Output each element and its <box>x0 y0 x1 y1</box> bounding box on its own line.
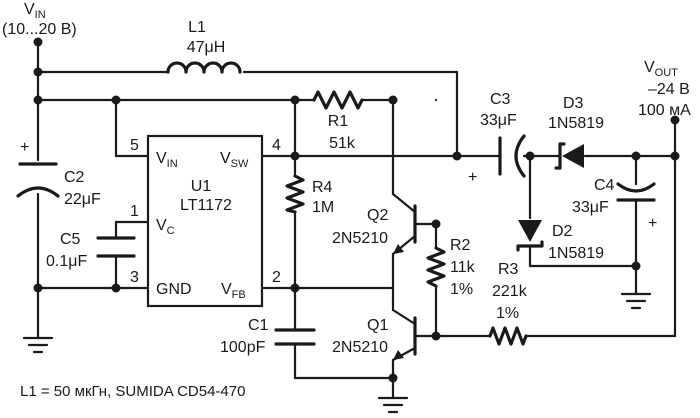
ic-body <box>146 134 264 308</box>
d2-triangle <box>518 220 542 242</box>
transistor-q1 <box>391 308 417 362</box>
c2-value: 22μF <box>64 191 101 208</box>
d3-ref: D3 <box>563 95 584 112</box>
ic-ref: U1 <box>191 178 212 195</box>
c3-plus: + <box>468 169 477 186</box>
resistor-r1 <box>312 90 364 110</box>
pin-gnd-label: GND <box>156 281 192 298</box>
c1-ref: C1 <box>248 317 269 334</box>
r3-tolerance: 1% <box>496 305 519 322</box>
junction <box>290 283 300 293</box>
vout-current: 100 мА <box>638 102 691 119</box>
r4-value: 1M <box>312 199 334 216</box>
c3-ref: C3 <box>490 91 511 108</box>
junction <box>290 95 300 105</box>
junction <box>631 261 641 271</box>
c5-value: 0.1μF <box>46 253 87 270</box>
c1-value: 100pF <box>220 339 266 356</box>
d3-value: 1N5819 <box>548 115 604 132</box>
q2-emitter-arrow <box>393 244 404 254</box>
r2-ref: R2 <box>450 237 471 254</box>
c4-value: 33μF <box>572 199 609 216</box>
junction <box>33 283 43 293</box>
l1-value: 47μH <box>187 39 226 56</box>
junctions <box>33 37 680 383</box>
ground-symbol-q1 <box>377 396 409 414</box>
c4-ref: C4 <box>594 177 615 194</box>
q1-collector-leg <box>391 308 417 326</box>
l1-ref: L1 <box>188 19 206 36</box>
junction <box>388 95 398 105</box>
d2-cathode <box>516 240 544 252</box>
junction <box>431 219 441 229</box>
vout-label: VOUT <box>644 59 678 79</box>
resistor-r3 <box>488 326 528 346</box>
inductor-l1 <box>166 61 242 74</box>
junction <box>631 151 641 161</box>
terminal-vout <box>670 115 680 125</box>
junction <box>290 151 300 161</box>
ground-symbol-left <box>22 336 54 354</box>
vin-label: VIN <box>24 1 46 21</box>
r2-tolerance: 1% <box>450 281 473 298</box>
junction <box>452 151 462 161</box>
junction <box>670 151 680 161</box>
q1-emitter-arrow <box>393 350 404 360</box>
junction <box>525 151 535 161</box>
pin-vc-label: VC <box>156 217 175 237</box>
junction <box>431 331 441 341</box>
junction <box>33 67 43 77</box>
footnote: L1 = 50 мкГн, SUMIDA CD54-470 <box>20 383 245 400</box>
resistor-r4 <box>285 174 305 214</box>
junction <box>33 95 43 105</box>
transistor-q2 <box>391 192 417 256</box>
pin-vin-label: VIN <box>156 150 178 170</box>
r2-value: 11k <box>450 259 476 276</box>
r3-value: 221k <box>492 283 528 300</box>
q2-ref: Q2 <box>367 207 388 224</box>
c3-value: 33μF <box>480 112 517 129</box>
wires <box>36 40 677 400</box>
d3-cathode <box>554 142 566 170</box>
d2-value: 1N5819 <box>548 245 604 262</box>
pin5-number: 5 <box>130 137 139 154</box>
pin1-number: 1 <box>130 203 139 220</box>
c2-ref: C2 <box>64 169 85 186</box>
junction <box>388 373 398 383</box>
d2-ref: D2 <box>552 223 573 240</box>
pin2-number: 2 <box>272 269 281 286</box>
c4-plus: + <box>648 215 657 232</box>
c5-ref: C5 <box>60 231 81 248</box>
q1-value: 2N5210 <box>332 339 388 356</box>
q2-collector-leg <box>391 192 417 214</box>
pin3-number: 3 <box>130 269 139 286</box>
r1-value: 51k <box>329 135 356 152</box>
c2-plate-curved <box>16 186 60 198</box>
r4-ref: R4 <box>312 179 333 196</box>
ic-part: LT1172 <box>180 197 232 214</box>
junction <box>111 95 121 105</box>
vout-voltage: –24 В <box>648 81 690 98</box>
r1-ref: R1 <box>328 113 349 130</box>
c3-plate-curved <box>514 134 526 178</box>
vin-range: (10...20 В) <box>2 21 77 38</box>
ground-symbol-c4 <box>620 292 652 310</box>
d3-triangle <box>562 144 584 168</box>
terminal-vin <box>33 37 43 47</box>
r3-ref: R3 <box>498 261 519 278</box>
c2-plus: + <box>20 139 29 156</box>
q1-ref: Q1 <box>367 317 388 334</box>
pin-vsw-label: VSW <box>220 150 249 170</box>
junction <box>111 283 121 293</box>
resistor-r2 <box>426 246 446 288</box>
pin-vfb-label: VFB <box>221 281 246 301</box>
c4-plate-curved <box>616 182 656 193</box>
pin4-number: 4 <box>272 137 281 154</box>
q2-value: 2N5210 <box>332 230 388 247</box>
